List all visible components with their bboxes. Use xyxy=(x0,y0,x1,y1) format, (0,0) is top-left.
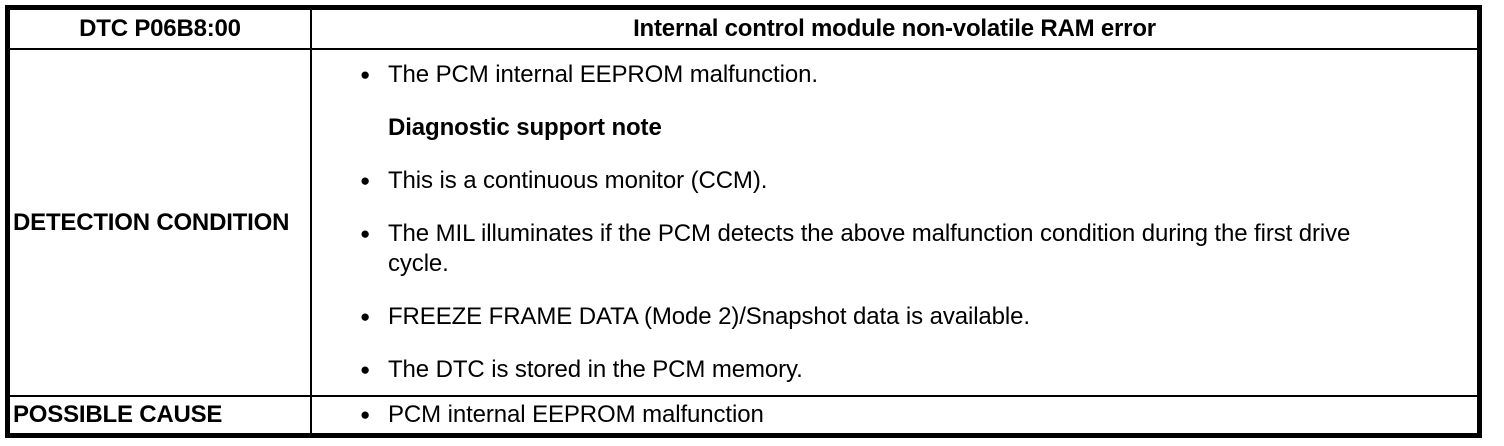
dtc-title-cell: Internal control module non-volatile RAM… xyxy=(310,10,1477,48)
list-item-text: The DTC is stored in the PCM memory. xyxy=(388,356,803,383)
list-item-text: The MIL illuminates if the PCM detects t… xyxy=(388,220,1351,277)
bullet-icon: ● xyxy=(360,224,371,243)
list-item-text: This is a continuous monitor (CCM). xyxy=(388,167,768,194)
detection-condition-label-cell: DETECTION CONDITION xyxy=(10,48,310,395)
possible-cause-label-cell: POSSIBLE CAUSE xyxy=(10,395,310,433)
bullet-spacer xyxy=(360,113,388,143)
dtc-code-cell: DTC P06B8:00 xyxy=(10,10,310,48)
list-item: ● FREEZE FRAME DATA (Mode 2)/Snapshot da… xyxy=(312,302,1477,332)
dtc-title: Internal control module non-volatile RAM… xyxy=(633,15,1156,42)
bullet-icon: ● xyxy=(360,65,371,84)
detection-condition-label: DETECTION CONDITION xyxy=(13,208,290,236)
list-item: ● The PCM internal EEPROM malfunction. xyxy=(312,60,1477,90)
list-item: ● PCM internal EEPROM malfunction xyxy=(312,397,1477,433)
list-item: ● The MIL illuminates if the PCM detects… xyxy=(312,219,1477,279)
list-item-text: The PCM internal EEPROM malfunction. xyxy=(388,61,818,88)
detection-condition-content-cell: ● The PCM internal EEPROM malfunction. D… xyxy=(310,48,1477,395)
list-item: ● The DTC is stored in the PCM memory. xyxy=(312,355,1477,385)
bullet-icon: ● xyxy=(360,307,371,326)
possible-cause-content-cell: ● PCM internal EEPROM malfunction xyxy=(310,395,1477,433)
bullet-icon: ● xyxy=(360,171,371,190)
list-heading: Diagnostic support note xyxy=(312,113,1477,143)
list-item-text: PCM internal EEPROM malfunction xyxy=(388,401,764,428)
dtc-table: DTC P06B8:00 Internal control module non… xyxy=(5,5,1482,438)
list-heading-text: Diagnostic support note xyxy=(388,114,662,141)
possible-cause-label: POSSIBLE CAUSE xyxy=(13,401,223,428)
list-item-text: FREEZE FRAME DATA (Mode 2)/Snapshot data… xyxy=(388,303,1030,330)
bullet-icon: ● xyxy=(360,360,371,379)
list-item: ● This is a continuous monitor (CCM). xyxy=(312,166,1477,196)
dtc-code: DTC P06B8:00 xyxy=(79,15,241,42)
bullet-icon: ● xyxy=(360,405,371,424)
